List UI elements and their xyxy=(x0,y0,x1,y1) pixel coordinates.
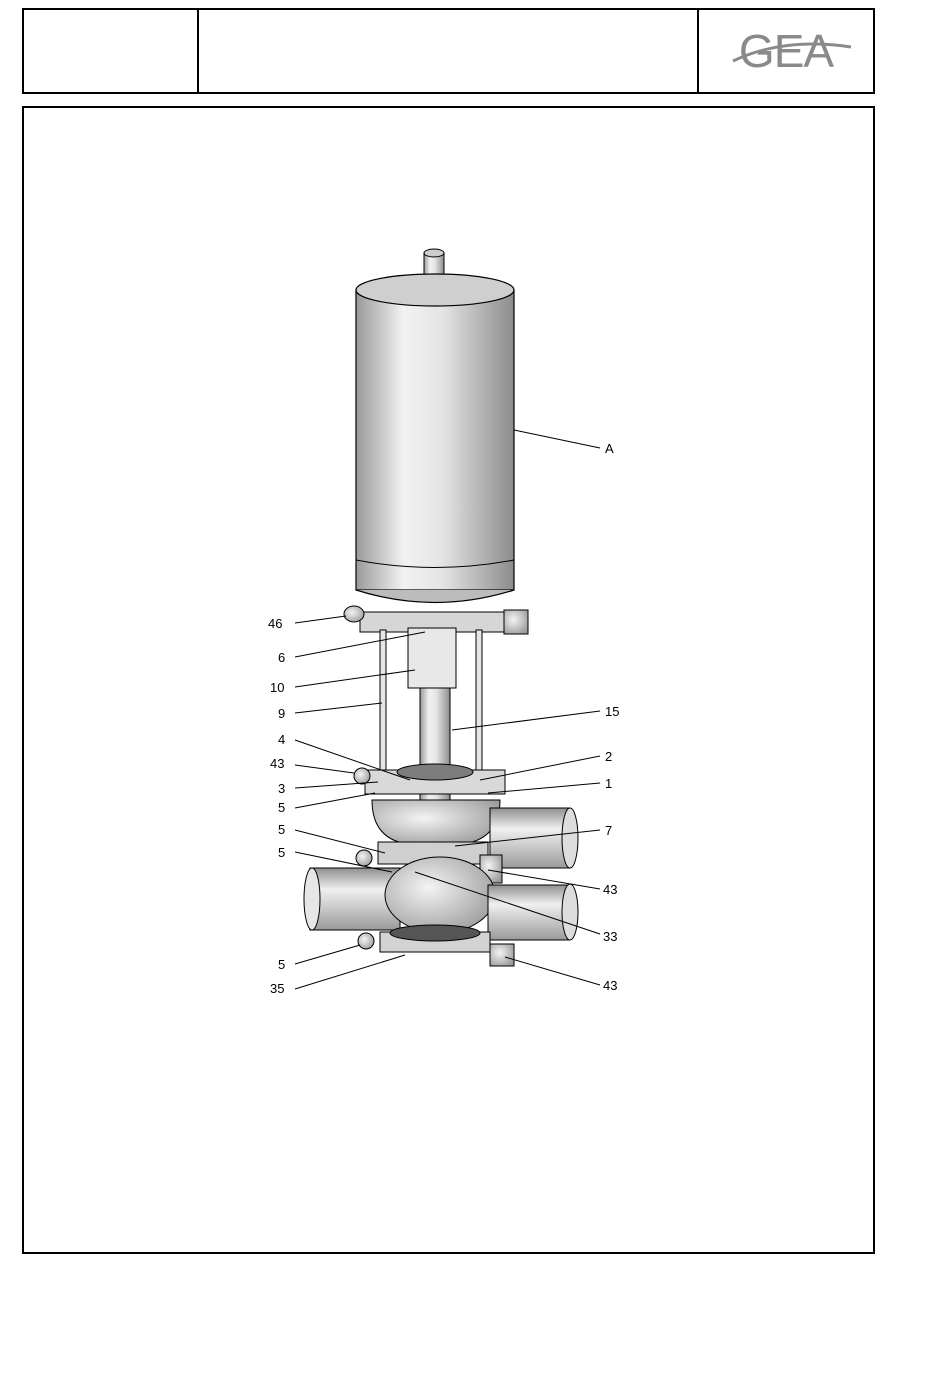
callout-1: 1 xyxy=(605,776,612,791)
callout-43-lower: 43 xyxy=(603,978,617,993)
callout-3: 3 xyxy=(278,781,285,796)
callout-5-fourth: 5 xyxy=(278,957,285,972)
callout-2: 2 xyxy=(605,749,612,764)
callout-4: 4 xyxy=(278,732,285,747)
callout-35: 35 xyxy=(270,981,284,996)
callout-15: 15 xyxy=(605,704,619,719)
callout-9: 9 xyxy=(278,706,285,721)
actuator-cylinder xyxy=(356,274,514,603)
callout-46: 46 xyxy=(268,616,282,631)
callout-10: 10 xyxy=(270,680,284,695)
callout-7: 7 xyxy=(605,823,612,838)
callout-5-second: 5 xyxy=(278,822,285,837)
callout-6: 6 xyxy=(278,650,285,665)
callout-43-upper: 43 xyxy=(270,756,284,771)
callout-5-first: 5 xyxy=(278,800,285,815)
callout-33: 33 xyxy=(603,929,617,944)
callout-5-third: 5 xyxy=(278,845,285,860)
callout-A: A xyxy=(605,441,614,456)
callout-43-middle: 43 xyxy=(603,882,617,897)
